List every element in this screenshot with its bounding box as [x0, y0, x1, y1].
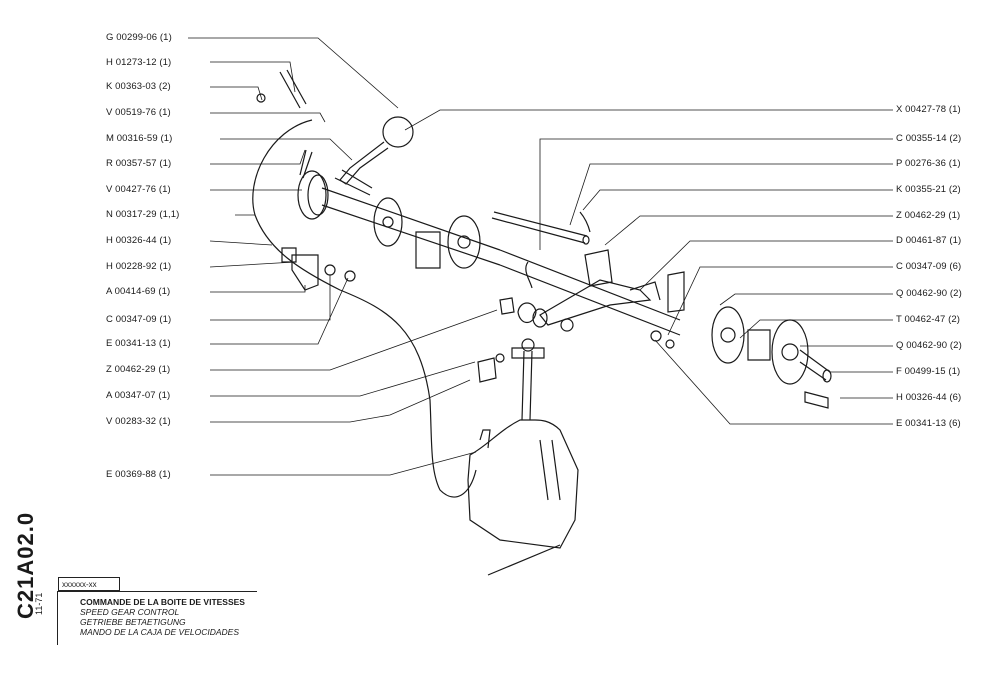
part-label-left: A 00347-07 (1): [106, 390, 171, 401]
control-cable: [252, 119, 477, 498]
part-label-left: H 00228-92 (1): [106, 261, 172, 272]
part-label-left: V 00427-76 (1): [106, 184, 171, 195]
part-label-left: A 00414-69 (1): [106, 286, 171, 297]
sheet-date: 11-71: [34, 592, 44, 615]
part-label-right: P 00276-36 (1): [896, 158, 961, 169]
upper-rod: [491, 211, 590, 245]
part-label-right: D 00461-87 (1): [896, 235, 962, 246]
title-block: COMMANDE DE LA BOITE DE VITESSES SPEED G…: [80, 597, 245, 637]
title-block-rule: [57, 591, 257, 592]
part-label-left: C 00347-09 (1): [106, 314, 172, 325]
part-label-left: K 00363-03 (2): [106, 81, 171, 92]
part-label-right: E 00341-13 (6): [896, 418, 961, 429]
part-label-left: V 00283-32 (1): [106, 416, 171, 427]
part-label-left: G 00299-06 (1): [106, 32, 172, 43]
part-label-left: E 00341-13 (1): [106, 338, 171, 349]
title-en: SPEED GEAR CONTROL: [80, 607, 180, 617]
part-label-left: N 00317-29 (1,1): [106, 209, 180, 220]
small-parts-left: [256, 69, 356, 291]
title-block-divider: [57, 591, 58, 645]
bushes: [499, 297, 574, 332]
part-label-right: Q 00462-90 (2): [896, 340, 962, 351]
part-label-left: H 01273-12 (1): [106, 57, 172, 68]
title-es: MANDO DE LA CAJA DE VELOCIDADES: [80, 627, 240, 637]
part-label-left: E 00369-88 (1): [106, 469, 171, 480]
part-label-right: T 00462-47 (2): [896, 314, 961, 325]
title-de: GETRIEBE BETAETIGUNG: [80, 617, 186, 627]
part-label-left: M 00316-59 (1): [106, 133, 173, 144]
part-label-right: C 00355-14 (2): [896, 133, 962, 144]
title-fr: COMMANDE DE LA BOITE DE VITESSES: [80, 597, 245, 607]
gear-knob: [334, 116, 414, 196]
leader-lines-left: [188, 37, 498, 476]
part-label-right: Q 00462-90 (2): [896, 288, 962, 299]
fork-bracket: [532, 249, 685, 328]
part-label-left: V 00519-76 (1): [106, 107, 171, 118]
reference-box: xxxxxx-xx: [58, 577, 120, 591]
main-shaft: [321, 187, 681, 336]
left-bearing: [297, 149, 329, 220]
part-label-left: H 00326-44 (1): [106, 235, 172, 246]
part-label-left: R 00357-57 (1): [106, 158, 172, 169]
part-label-right: C 00347-09 (6): [896, 261, 962, 272]
part-label-right: H 00326-44 (6): [896, 392, 962, 403]
leader-lines-right: [404, 109, 893, 425]
part-label-right: Z 00462-29 (1): [896, 210, 961, 221]
part-label-right: X 00427-78 (1): [896, 104, 961, 115]
right-bearing: [650, 306, 832, 409]
split-pins: [525, 211, 591, 289]
part-label-right: K 00355-21 (2): [896, 184, 961, 195]
part-label-right: F 00499-15 (1): [896, 366, 961, 377]
part-label-left: Z 00462-29 (1): [106, 364, 171, 375]
gear-lever-base: [467, 338, 579, 576]
